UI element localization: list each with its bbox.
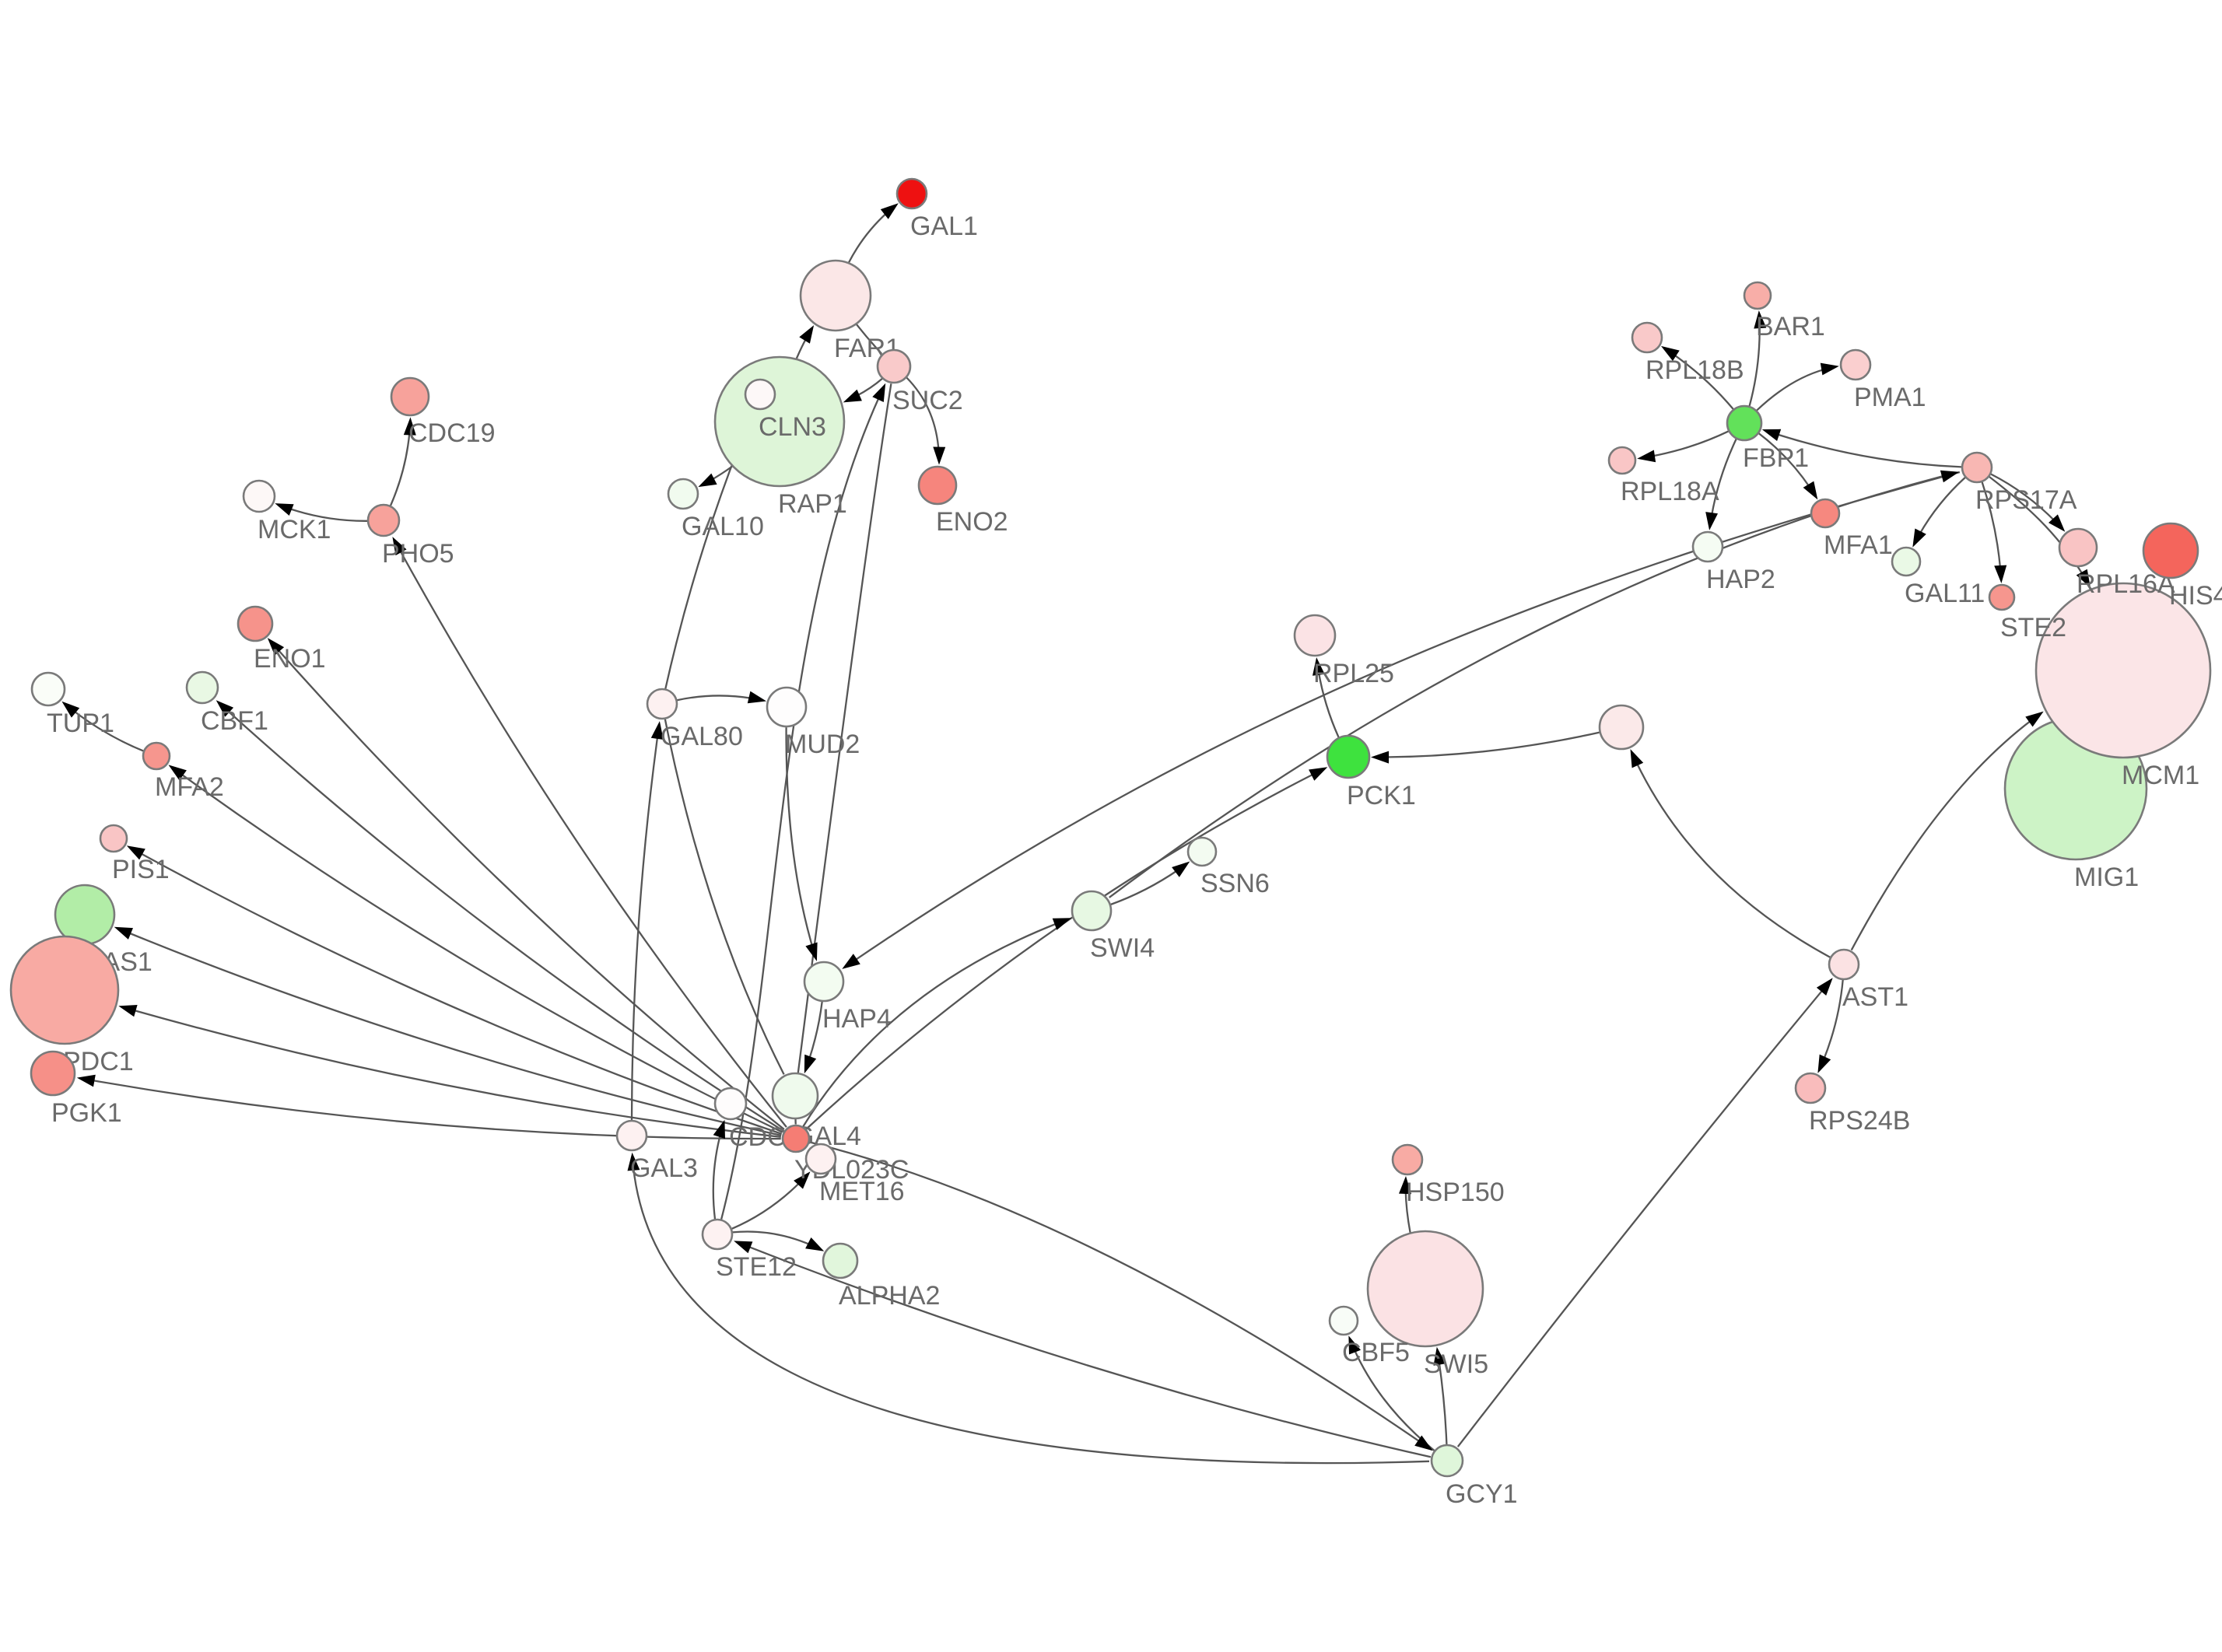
svg-text:RPL18B: RPL18B xyxy=(1645,355,1744,385)
svg-text:RPL25: RPL25 xyxy=(1313,659,1394,688)
svg-text:GAL10: GAL10 xyxy=(682,512,764,541)
svg-text:PHO5: PHO5 xyxy=(382,539,454,569)
svg-text:GAL80: GAL80 xyxy=(661,722,743,751)
svg-text:PGK1: PGK1 xyxy=(51,1098,122,1128)
svg-text:RPS24B: RPS24B xyxy=(1809,1106,1910,1136)
svg-text:PCK1: PCK1 xyxy=(1347,781,1416,810)
svg-text:HAP2: HAP2 xyxy=(1706,565,1775,594)
svg-text:CLN3: CLN3 xyxy=(759,412,826,442)
svg-text:CBF1: CBF1 xyxy=(201,706,268,736)
svg-text:MUD2: MUD2 xyxy=(785,730,860,759)
svg-text:RPL18A: RPL18A xyxy=(1621,477,1719,506)
svg-text:CDC19: CDC19 xyxy=(408,418,495,448)
svg-text:ENO2: ENO2 xyxy=(936,507,1008,537)
svg-text:STE2: STE2 xyxy=(2000,613,2066,642)
svg-text:STE12: STE12 xyxy=(716,1252,797,1282)
svg-text:GAL1: GAL1 xyxy=(910,212,978,241)
svg-text:CBF5: CBF5 xyxy=(1342,1338,1410,1367)
svg-text:HAP4: HAP4 xyxy=(822,1004,892,1034)
svg-text:GCY1: GCY1 xyxy=(1446,1479,1518,1509)
svg-text:TUP1: TUP1 xyxy=(47,709,114,738)
svg-text:SWI5: SWI5 xyxy=(1424,1349,1488,1379)
svg-text:FBP1: FBP1 xyxy=(1743,443,1809,473)
svg-text:SSN6: SSN6 xyxy=(1200,869,1270,898)
svg-text:GAL3: GAL3 xyxy=(630,1153,698,1183)
svg-text:MFA2: MFA2 xyxy=(155,772,224,802)
svg-text:ENO1: ENO1 xyxy=(254,644,326,674)
svg-text:RAP1: RAP1 xyxy=(778,489,847,519)
svg-text:MCK1: MCK1 xyxy=(258,515,331,544)
svg-text:HSP150: HSP150 xyxy=(1406,1178,1505,1207)
svg-text:BAR1: BAR1 xyxy=(1756,312,1825,341)
svg-text:MET16: MET16 xyxy=(819,1177,905,1206)
svg-text:MIG1: MIG1 xyxy=(2074,863,2139,892)
svg-text:HIS4: HIS4 xyxy=(2169,581,2222,611)
svg-text:AST1: AST1 xyxy=(1842,982,1908,1012)
svg-text:GAL11: GAL11 xyxy=(1905,579,1985,608)
svg-text:ALPHA2: ALPHA2 xyxy=(839,1281,940,1311)
svg-text:MCM1: MCM1 xyxy=(2122,761,2199,790)
svg-text:SWI4: SWI4 xyxy=(1090,933,1155,963)
svg-text:SUC2: SUC2 xyxy=(892,386,963,415)
svg-text:PIS1: PIS1 xyxy=(112,855,170,884)
svg-text:MFA1: MFA1 xyxy=(1824,530,1893,560)
svg-text:RPS17A: RPS17A xyxy=(1975,485,2077,515)
svg-text:PMA1: PMA1 xyxy=(1854,383,1926,412)
